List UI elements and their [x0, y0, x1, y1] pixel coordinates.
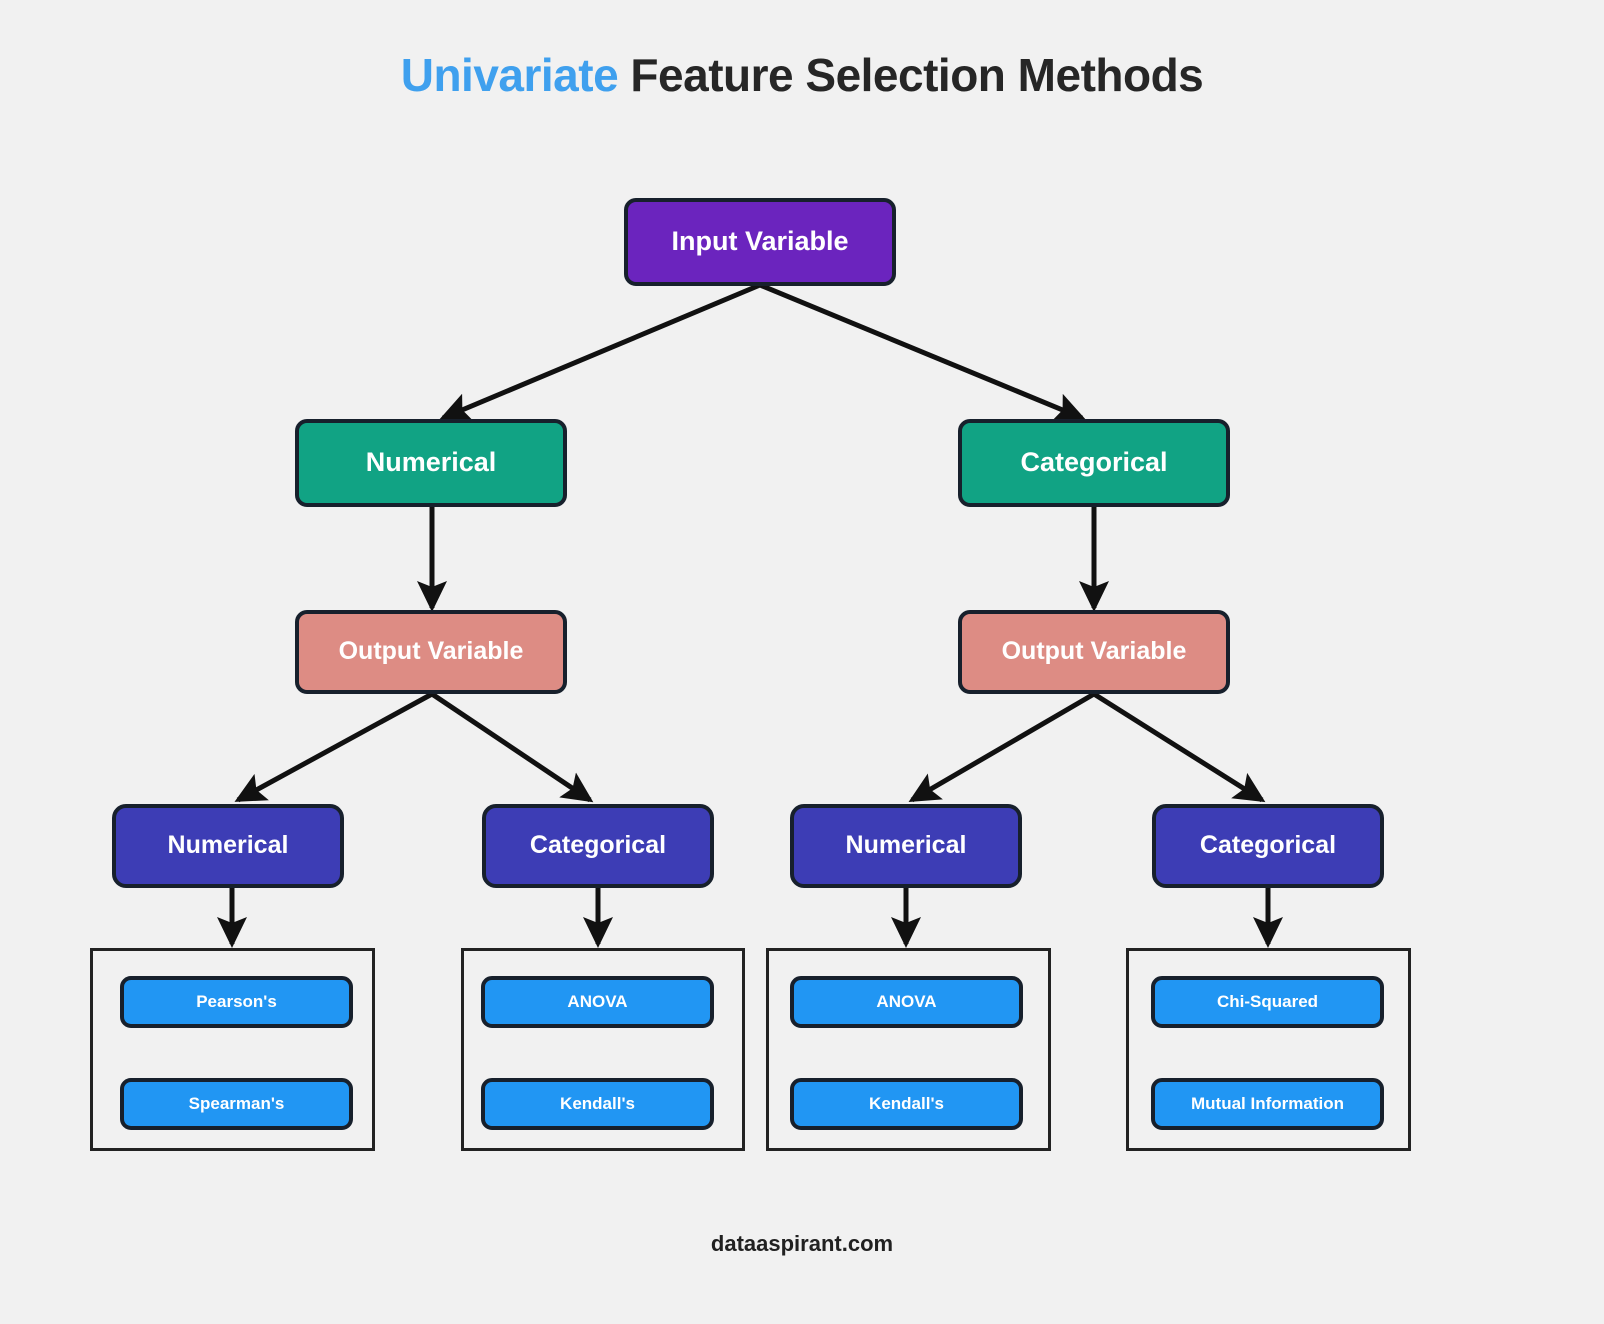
node-label: Numerical [365, 447, 497, 478]
method-label: Kendall's [560, 1094, 635, 1113]
node-label: Input Variable [671, 226, 849, 257]
method-group-3 [766, 948, 1051, 1151]
edge-outputleft-categorical [430, 691, 594, 803]
method-label: Mutual Information [1191, 1094, 1344, 1113]
title-accent-word: Univariate [400, 49, 619, 101]
node-input-variable[interactable]: Input Variable [624, 198, 896, 286]
method-group-4 [1126, 948, 1411, 1151]
method-mutual-information[interactable]: Mutual Information [1151, 1078, 1384, 1130]
node-label: Output Variable [1001, 637, 1187, 666]
method-label: Chi-Squared [1216, 992, 1319, 1011]
method-label: ANOVA [876, 992, 937, 1011]
method-group-1 [90, 948, 375, 1151]
edge-root-numerical [439, 282, 761, 422]
method-label: Spearman's [188, 1094, 285, 1113]
method-pearsons[interactable]: Pearson's [120, 976, 353, 1028]
node-label: Numerical [167, 831, 289, 860]
edge-outputright-numerical [908, 691, 1096, 803]
node-label: Categorical [529, 831, 667, 860]
edge-root-categorical [759, 282, 1086, 422]
method-chi-squared[interactable]: Chi-Squared [1151, 976, 1384, 1028]
method-label: Pearson's [196, 992, 277, 1011]
method-anova-1[interactable]: ANOVA [481, 976, 714, 1028]
method-kendalls-1[interactable]: Kendall's [481, 1078, 714, 1130]
method-group-2 [461, 948, 745, 1151]
method-spearmans[interactable]: Spearman's [120, 1078, 353, 1130]
edge-outputright-categorical [1092, 691, 1266, 803]
method-label: ANOVA [567, 992, 628, 1011]
node-label: Numerical [845, 831, 967, 860]
node-output-categorical-2[interactable]: Categorical [1152, 804, 1384, 888]
node-output-numerical-1[interactable]: Numerical [112, 804, 344, 888]
footer-attribution: dataaspirant.com [710, 1231, 894, 1256]
node-output-variable-left[interactable]: Output Variable [295, 610, 567, 694]
method-anova-2[interactable]: ANOVA [790, 976, 1023, 1028]
node-label: Categorical [1020, 447, 1168, 478]
node-label: Categorical [1199, 831, 1337, 860]
node-output-categorical-1[interactable]: Categorical [482, 804, 714, 888]
node-categorical-input[interactable]: Categorical [958, 419, 1230, 507]
node-numerical-input[interactable]: Numerical [295, 419, 567, 507]
node-label: Output Variable [338, 637, 524, 666]
method-kendalls-2[interactable]: Kendall's [790, 1078, 1023, 1130]
title-rest: Feature Selection Methods [618, 49, 1204, 101]
page-title: Univariate Feature Selection Methods [0, 48, 1604, 102]
edge-outputleft-numerical [234, 691, 434, 803]
node-output-numerical-2[interactable]: Numerical [790, 804, 1022, 888]
method-label: Kendall's [869, 1094, 944, 1113]
node-output-variable-right[interactable]: Output Variable [958, 610, 1230, 694]
